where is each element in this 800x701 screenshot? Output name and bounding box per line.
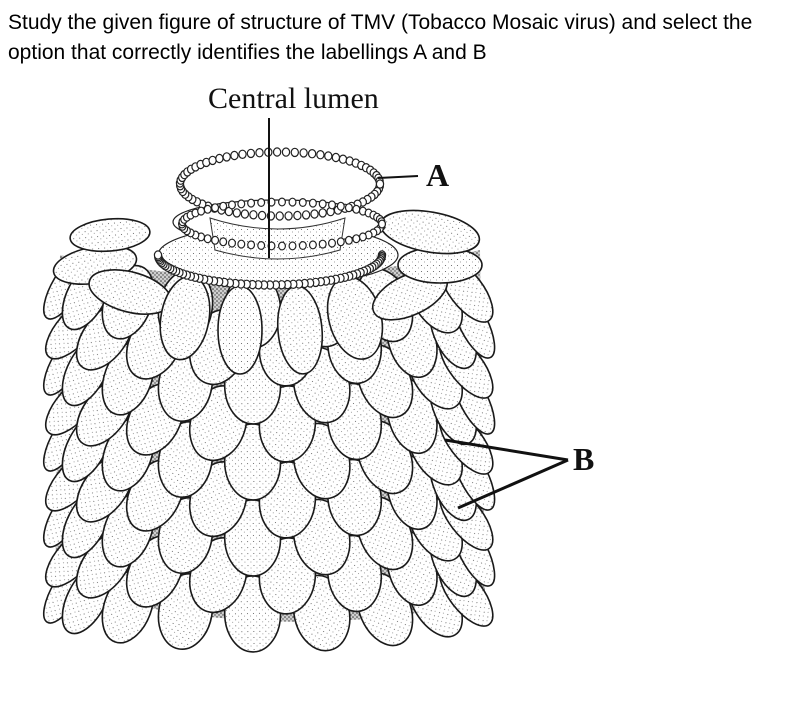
rna-bead bbox=[219, 201, 228, 211]
rna-bead bbox=[308, 240, 317, 250]
rna-bead bbox=[257, 241, 266, 251]
question-text: Study the given figure of structure of T… bbox=[8, 11, 753, 64]
rna-bead bbox=[288, 197, 297, 207]
rna-bead bbox=[301, 210, 311, 220]
rna-bead bbox=[344, 203, 353, 213]
rna-bead bbox=[318, 208, 327, 218]
rna-bead bbox=[257, 210, 267, 221]
rna-bead bbox=[284, 211, 293, 221]
rna-bead bbox=[278, 241, 287, 251]
rna-bead bbox=[232, 208, 241, 218]
rna-bead bbox=[247, 240, 256, 250]
rna-bead bbox=[278, 197, 287, 207]
rna-bead bbox=[336, 237, 345, 247]
rna-bead bbox=[211, 235, 220, 245]
rna-bead bbox=[203, 204, 212, 214]
rna-bead bbox=[257, 198, 266, 208]
rna-bead bbox=[228, 200, 237, 210]
rna-bead bbox=[328, 238, 337, 248]
rna-bead bbox=[352, 204, 361, 214]
rna-bead bbox=[344, 235, 353, 245]
label-b-pointer-lower bbox=[457, 458, 569, 510]
rna-bead bbox=[197, 206, 206, 216]
rna-bead bbox=[293, 210, 302, 221]
rna-bead bbox=[375, 179, 385, 189]
rna-bead bbox=[255, 147, 264, 158]
rna-bead bbox=[281, 147, 291, 157]
rna-bead bbox=[318, 239, 327, 249]
rna-bead bbox=[240, 209, 250, 219]
label-a-pointer bbox=[377, 175, 419, 179]
rna-bead bbox=[215, 153, 224, 164]
rna-bead bbox=[378, 219, 387, 229]
capsomere-group bbox=[42, 209, 496, 653]
rna-bead bbox=[249, 210, 258, 220]
capsomere-subunit bbox=[69, 217, 151, 253]
rna-bead bbox=[307, 148, 317, 159]
rna-bead bbox=[238, 149, 247, 159]
rna-bead bbox=[247, 198, 256, 208]
label-a: A bbox=[426, 157, 449, 193]
rna-bead bbox=[324, 151, 333, 161]
rna-bead bbox=[228, 238, 237, 248]
rna-bead bbox=[246, 148, 256, 159]
rna-bead bbox=[275, 211, 284, 221]
rna-bead bbox=[219, 237, 228, 247]
rna-bead bbox=[272, 147, 282, 157]
rna-bead bbox=[153, 250, 163, 260]
rna-bead bbox=[328, 200, 337, 210]
rna-bead bbox=[352, 234, 361, 244]
label-b: B bbox=[573, 441, 594, 477]
rna-bead bbox=[308, 198, 317, 208]
rna-bead bbox=[211, 203, 220, 213]
rna-bead bbox=[331, 152, 341, 163]
rna-bead bbox=[290, 147, 299, 158]
rna-bead bbox=[336, 201, 345, 211]
rna-bead bbox=[338, 154, 348, 164]
rna-bead bbox=[318, 199, 327, 209]
rna-bead bbox=[298, 198, 307, 208]
rna-bead bbox=[208, 155, 217, 166]
capsomere-subunit bbox=[217, 285, 263, 375]
rna-bead bbox=[203, 234, 212, 244]
rna-bead bbox=[237, 199, 246, 209]
rna-bead bbox=[310, 209, 319, 219]
rna-bead bbox=[299, 148, 308, 158]
label-b-pointer-upper bbox=[444, 438, 569, 462]
rna-helix-beads bbox=[153, 147, 387, 290]
rna-bead bbox=[288, 241, 297, 251]
rna-bead bbox=[358, 232, 367, 242]
tmv-structure-figure: Central lumen A B bbox=[42, 82, 594, 653]
central-lumen-label: Central lumen bbox=[208, 82, 379, 115]
rna-bead bbox=[222, 152, 231, 162]
rna-bead bbox=[230, 150, 239, 161]
rna-bead bbox=[298, 241, 307, 251]
rna-bead bbox=[316, 149, 325, 160]
rna-bead bbox=[237, 239, 246, 249]
